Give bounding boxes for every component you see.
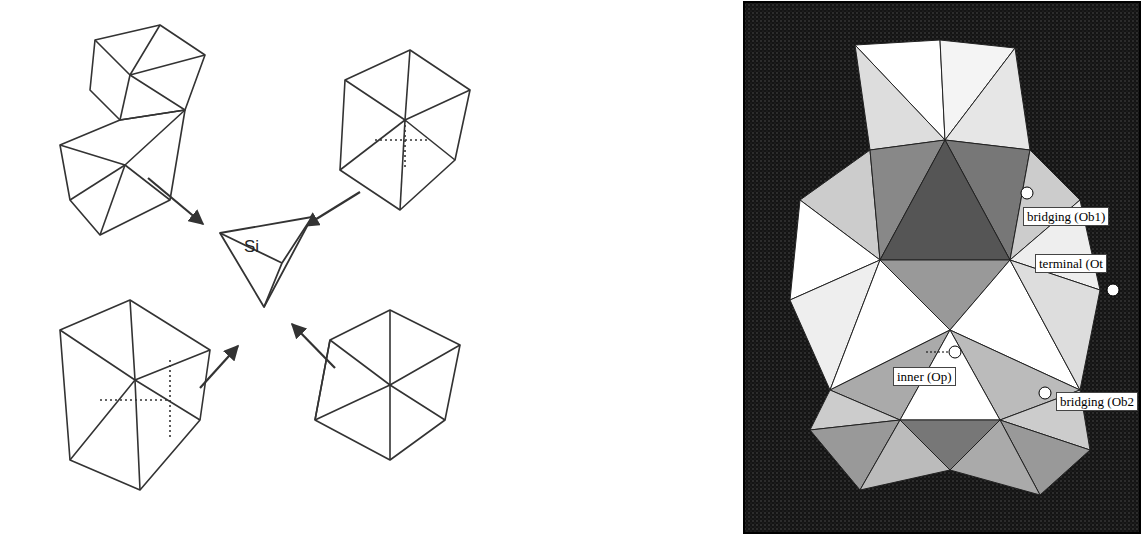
oxygen-label: bridging (Ob1)	[1023, 207, 1109, 226]
trimetalate-fragments	[60, 25, 470, 490]
tetrahedron-outline	[212, 205, 322, 315]
arrows	[148, 178, 360, 388]
atom-label: Si	[244, 237, 259, 257]
tetrahedron-node: Si	[212, 205, 322, 315]
panel-background	[744, 2, 1140, 533]
oxygen-label: inner (Op)	[893, 367, 956, 386]
oxygen-label: bridging (Ob2	[1056, 392, 1138, 411]
oxygen-label: terminal (Ot	[1035, 254, 1107, 273]
